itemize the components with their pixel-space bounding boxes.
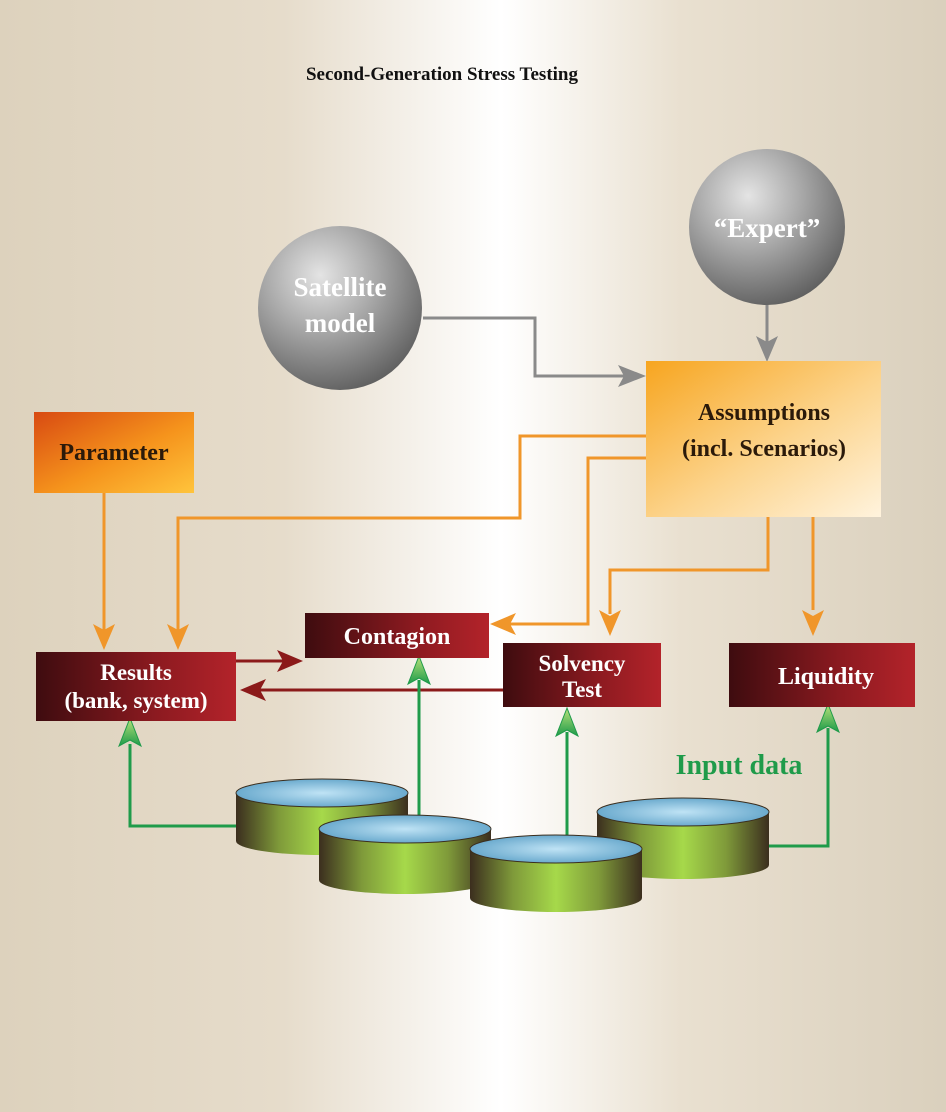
database-cylinder-3 xyxy=(469,834,643,912)
arrow-data-to-results xyxy=(128,744,236,828)
arrow-assumptions-to-results xyxy=(176,434,646,630)
satellite-label-line1: Satellite xyxy=(294,272,387,302)
arrowhead-results-left xyxy=(93,624,115,650)
arrowhead-green-contagion xyxy=(407,654,431,686)
results-label-line1: Results xyxy=(100,660,172,685)
arrowhead-green-solvency xyxy=(555,706,579,738)
arrow-assumptions-to-solvency xyxy=(608,517,770,614)
solvency-label-line1: Solvency xyxy=(539,651,626,676)
arrowhead-contagion-in xyxy=(277,650,303,672)
liquidity-node: Liquidity xyxy=(729,643,915,707)
arrowhead-expert xyxy=(756,336,778,362)
arrowhead-liquidity xyxy=(802,610,824,636)
arrowhead-green-liquidity xyxy=(816,702,840,734)
input-data-label: Input data xyxy=(676,750,803,781)
arrow-assumptions-to-contagion xyxy=(508,456,646,626)
arrowhead-results-right xyxy=(167,624,189,650)
database-cylinder-2 xyxy=(318,814,492,894)
assumptions-label-line1: Assumptions xyxy=(698,400,830,426)
darkred-connectors xyxy=(236,659,503,692)
arrowhead-green-results xyxy=(118,716,142,748)
contagion-label: Contagion xyxy=(344,624,451,650)
contagion-node: Contagion xyxy=(305,613,489,658)
arrowhead-solvency xyxy=(599,610,621,636)
arrowhead-contagion xyxy=(490,613,516,635)
solvency-label-line2: Test xyxy=(562,677,602,702)
orange-connectors xyxy=(102,434,815,630)
arrow-data-to-liquidity xyxy=(769,728,830,848)
expert-label: “Expert” xyxy=(714,213,820,243)
parameter-label: Parameter xyxy=(59,440,169,466)
assumptions-node: Assumptions (incl. Scenarios) xyxy=(646,361,881,517)
satellite-label-line2: model xyxy=(305,308,376,338)
results-node: Results (bank, system) xyxy=(36,652,236,721)
solvency-test-node: Solvency Test xyxy=(503,643,661,707)
arrowhead-satellite xyxy=(618,365,646,387)
expert-node: “Expert” xyxy=(689,149,845,305)
liquidity-label: Liquidity xyxy=(778,664,874,690)
results-label-line2: (bank, system) xyxy=(64,688,207,713)
assumptions-label-line2: (incl. Scenarios) xyxy=(682,436,846,462)
green-connectors xyxy=(128,680,830,848)
parameter-node: Parameter xyxy=(34,412,194,493)
diagram-title: Second-Generation Stress Testing xyxy=(306,64,579,85)
satellite-model-node: Satellite model xyxy=(258,226,422,390)
arrow-satellite-to-assumptions xyxy=(423,316,628,378)
arrowhead-results-in xyxy=(240,679,266,701)
